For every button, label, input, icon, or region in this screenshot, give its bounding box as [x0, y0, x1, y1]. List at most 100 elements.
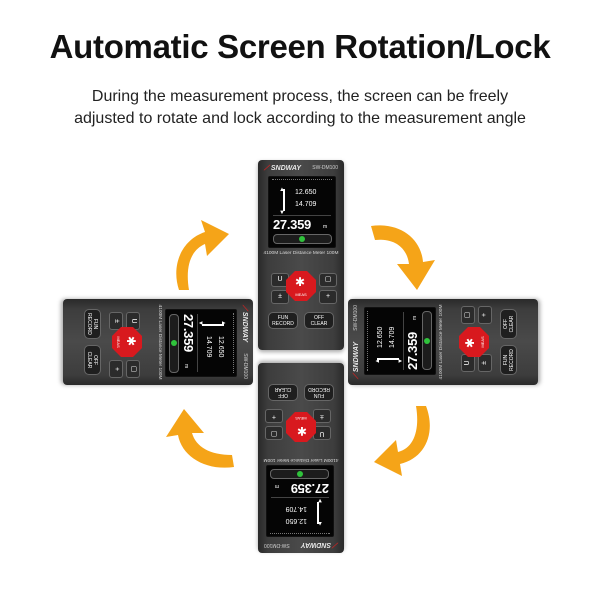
level-dot-icon [424, 338, 430, 344]
plus-button[interactable]: + [319, 290, 337, 304]
area-button[interactable]: ▢ [319, 273, 337, 287]
plus-button[interactable]: + [109, 360, 123, 378]
device-screen: ▲▼ 12.650 14.709 27.359 m [364, 307, 436, 375]
level-bar [270, 469, 329, 479]
brand-name: SNDWAY [300, 541, 332, 548]
measure-label: MEAS [295, 416, 307, 421]
device-body: ⟋ SNDWAY SW-DM100 ▲▼ 12.650 14.709 27.35… [63, 299, 253, 385]
device-body: ⟋ SNDWAY SW-DM100 ▲▼ 12.650 14.709 27.35… [258, 160, 344, 350]
brand-name: SNDWAY [270, 165, 302, 172]
status-line [272, 179, 332, 184]
status-line [270, 529, 330, 534]
measure-label: MEAS [295, 292, 307, 297]
main-measurement: 27.359 [273, 217, 311, 232]
level-dot-icon [171, 340, 177, 346]
height-indicator-icon: ▲▼ [375, 358, 404, 364]
product-label: 4100M Laser Distance Meter 100M [263, 457, 339, 462]
model-number: SW-DM100 [264, 542, 290, 548]
brand-logo: ⟋ SNDWAY [301, 540, 338, 548]
sub-value-1: 12.650 [377, 326, 384, 348]
device-right: ⟋ SNDWAY SW-DM100 ▲▼ 12.650 14.709 27.35… [348, 299, 538, 385]
page-subtitle: During the measurement process, the scre… [40, 86, 560, 130]
main-measurement: 27.359 [405, 332, 420, 370]
device-body: ⟋ SNDWAY SW-DM100 ▲▼ 12.650 14.709 27.35… [258, 363, 344, 553]
area-button[interactable]: ▢ [461, 306, 475, 324]
device-top: ⟋ SNDWAY SW-DM100 ▲▼ 12.650 14.709 27.35… [258, 160, 344, 350]
area-button[interactable]: ▢ [265, 426, 283, 440]
plus-button[interactable]: + [265, 409, 283, 423]
device-screen: ▲▼ 12.650 14.709 27.359 m [165, 309, 237, 377]
laser-star-icon: ✱ [124, 336, 138, 347]
unit-label: m [412, 315, 418, 320]
brand-name: SNDWAY [241, 311, 248, 343]
main-measurement: 27.359 [181, 314, 196, 352]
laser-star-icon: ✱ [296, 424, 307, 438]
device-left: ⟋ SNDWAY SW-DM100 ▲▼ 12.650 14.709 27.35… [63, 299, 253, 385]
rotate-arrow-icon [176, 220, 229, 290]
main-measurement: 27.359 [291, 481, 329, 496]
sub-value-2: 14.709 [205, 336, 212, 358]
plus-button[interactable]: + [478, 306, 492, 324]
rotate-arrow-icon [371, 225, 435, 290]
brand-mark-icon: ⟋ [331, 541, 338, 548]
device-screen: ▲▼ 12.650 14.709 27.359 m [266, 465, 334, 537]
model-number: SW-DM100 [312, 165, 338, 171]
unit-label: m [183, 364, 189, 369]
subtitle-line-1: During the measurement process, the scre… [91, 88, 509, 105]
laser-star-icon: ✱ [463, 337, 477, 348]
brand-logo: ⟋ SNDWAY [240, 305, 248, 342]
model-number: SW-DM100 [353, 305, 359, 331]
measure-label: MEAS [480, 336, 485, 348]
level-bar [273, 234, 332, 244]
level-bar [169, 314, 179, 373]
unit-label: m [323, 224, 328, 230]
sub-value-2: 14.709 [295, 201, 317, 208]
sub-value-2: 14.709 [389, 326, 396, 348]
height-indicator-icon: ▲▼ [197, 320, 226, 326]
measure-button[interactable]: ✱ MEAS [286, 412, 316, 442]
product-label: 4100M Laser Distance Meter 100M [439, 304, 444, 380]
height-indicator-icon: ▲▼ [279, 187, 285, 216]
product-label: 4100M Laser Distance Meter 100M [263, 251, 339, 256]
area-button[interactable]: ▢ [126, 360, 140, 378]
screen-divider [403, 312, 404, 370]
brand-mark-icon: ⟋ [353, 372, 360, 379]
sub-value-1: 12.650 [295, 189, 317, 196]
measure-button[interactable]: ✱ MEAS [112, 327, 142, 357]
sub-value-1: 12.650 [285, 517, 307, 524]
brand-logo: ⟋ SNDWAY [264, 165, 301, 173]
measure-button[interactable]: ✱ MEAS [459, 327, 489, 357]
device-screen: ▲▼ 12.650 14.709 27.359 m [268, 176, 336, 248]
screen-divider [197, 314, 198, 372]
sub-value-2: 14.709 [285, 505, 307, 512]
subtitle-line-2: adjusted to rotate and lock according to… [74, 110, 526, 127]
level-dot-icon [299, 236, 305, 242]
product-label: 4100M Laser Distance Meter 100M [157, 304, 162, 380]
unit-label: m [274, 483, 279, 489]
measure-label: MEAS [116, 336, 121, 348]
brand-logo: ⟋ SNDWAY [353, 342, 361, 379]
rotate-arrow-icon [166, 409, 234, 468]
screen-divider [273, 215, 331, 216]
status-line [367, 311, 372, 371]
page-title: Automatic Screen Rotation/Lock [49, 28, 551, 65]
brand-mark-icon: ⟋ [241, 305, 248, 312]
status-line [229, 313, 234, 373]
rotate-arrow-icon [374, 406, 430, 476]
sub-value-1: 12.650 [217, 336, 224, 358]
device-bottom: ⟋ SNDWAY SW-DM100 ▲▼ 12.650 14.709 27.35… [258, 363, 344, 553]
height-indicator-icon: ▲▼ [317, 497, 323, 526]
model-number: SW-DM100 [242, 353, 248, 379]
device-body: ⟋ SNDWAY SW-DM100 ▲▼ 12.650 14.709 27.35… [348, 299, 538, 385]
plus-minus-button[interactable]: ± [271, 290, 289, 304]
measure-button[interactable]: ✱ MEAS [286, 271, 316, 301]
level-bar [422, 311, 432, 370]
